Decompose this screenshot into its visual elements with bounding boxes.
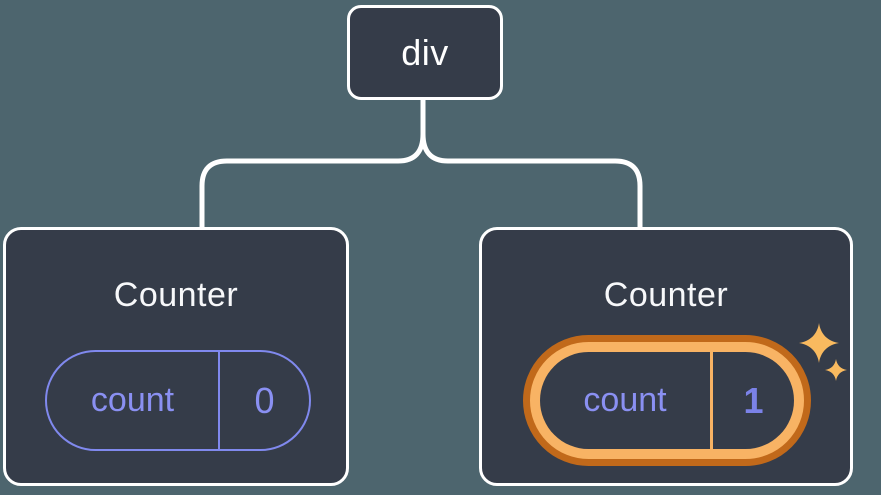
component-title: Counter — [113, 276, 239, 314]
state-value: 0 — [254, 379, 275, 421]
sparkle-icon — [825, 359, 847, 381]
counter-card-right: Counter count 1 — [479, 227, 853, 486]
state-key-label: count — [540, 352, 713, 449]
state-pill: count 0 — [45, 350, 311, 451]
state-value: 1 — [743, 379, 764, 421]
sparkle-icon — [799, 323, 839, 363]
state-pill-highlighted: count 1 — [523, 335, 811, 466]
root-node-div: div — [347, 5, 503, 100]
state-key-label: count — [47, 352, 220, 449]
root-node-label: div — [401, 31, 449, 73]
state-pill-inner: count 1 — [540, 352, 794, 449]
counter-card-left: Counter count 0 — [3, 227, 349, 486]
component-title: Counter — [603, 276, 729, 314]
connector-right-branch — [420, 131, 643, 233]
connector-left-branch — [199, 95, 426, 233]
